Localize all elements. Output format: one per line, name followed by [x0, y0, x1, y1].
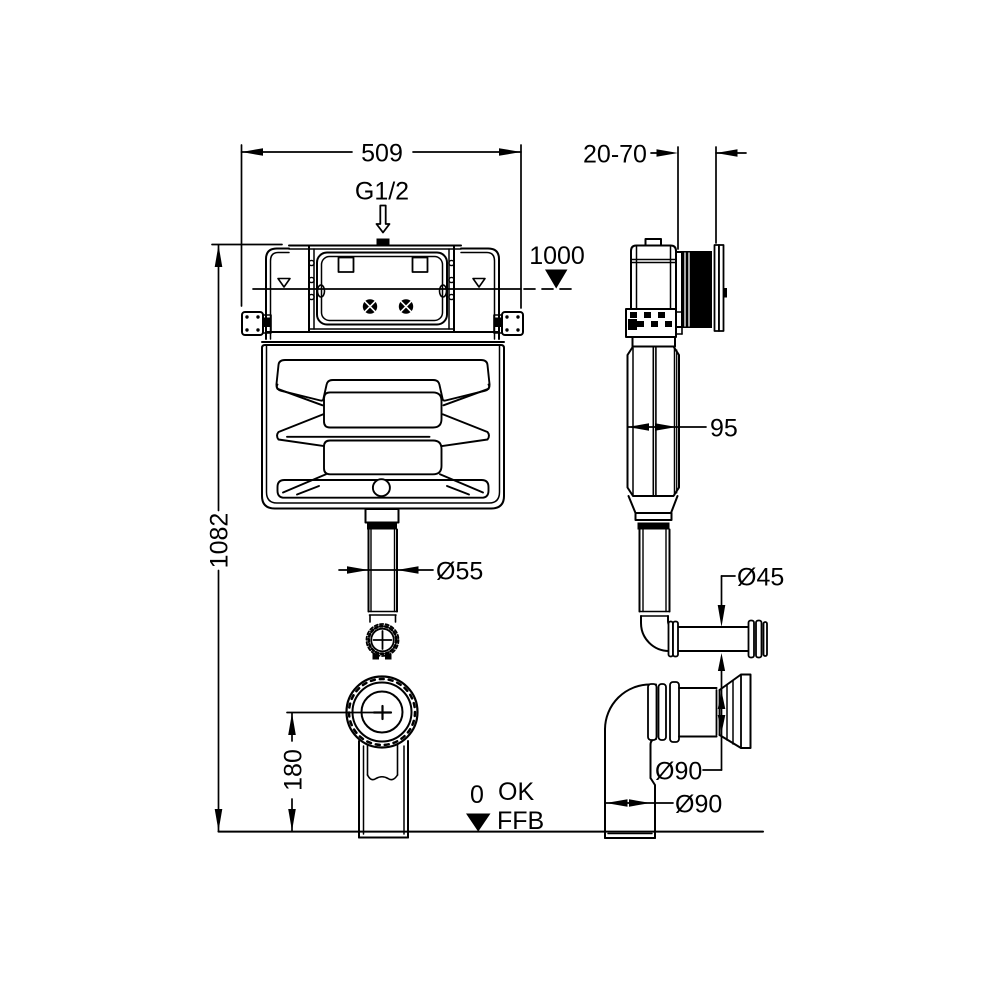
svg-text:20-70: 20-70 — [583, 141, 647, 169]
svg-text:509: 509 — [361, 140, 403, 168]
svg-text:Ø90: Ø90 — [675, 791, 722, 819]
svg-text:1000: 1000 — [529, 242, 585, 270]
svg-text:Ø45: Ø45 — [737, 564, 784, 592]
svg-text:95: 95 — [710, 415, 738, 443]
svg-text:Ø90: Ø90 — [655, 758, 702, 786]
svg-text:0: 0 — [470, 781, 484, 809]
svg-text:G1/2: G1/2 — [355, 178, 409, 206]
svg-text:Ø55: Ø55 — [436, 558, 483, 586]
svg-text:180: 180 — [280, 749, 308, 791]
svg-text:FFB: FFB — [497, 807, 544, 835]
svg-text:1082: 1082 — [206, 513, 234, 569]
svg-text:OK: OK — [498, 778, 534, 806]
